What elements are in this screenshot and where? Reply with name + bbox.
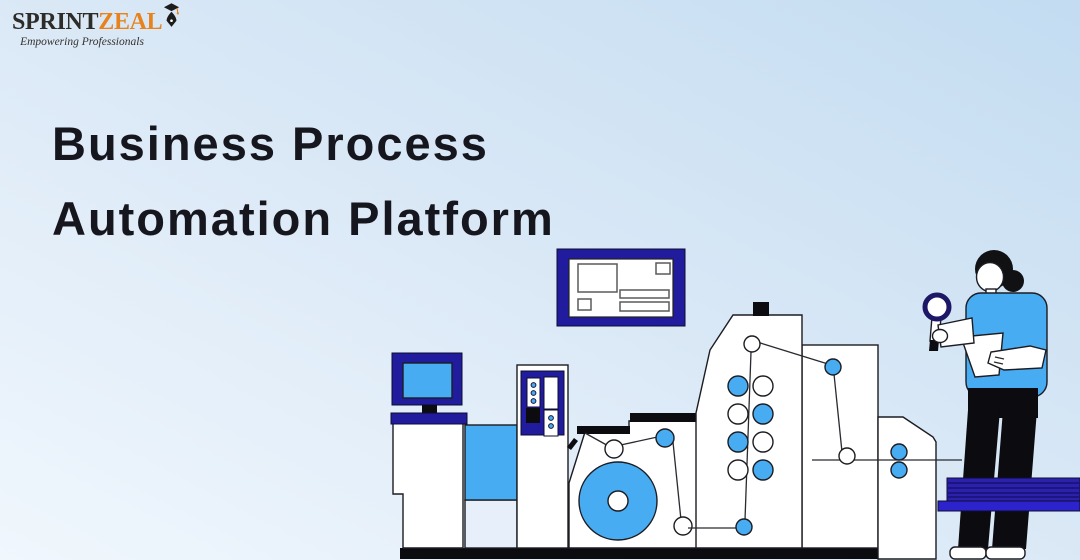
printing-press-illustration	[390, 248, 1080, 560]
shoe	[985, 546, 1026, 560]
brand-name-sprint: SPRINT	[12, 9, 99, 35]
delivery-unit	[812, 416, 962, 560]
shoe	[949, 546, 987, 560]
face	[975, 261, 1005, 293]
title-line-2: Automation Platform	[52, 192, 555, 245]
pants	[958, 388, 1038, 549]
brand-name-zeal: ZEAL	[98, 9, 163, 35]
machine-base	[400, 548, 882, 559]
brand-tagline: Empowering Professionals	[20, 36, 144, 48]
graduation-cap-pen-icon	[164, 3, 180, 27]
page-title: Business Process Automation Platform	[52, 106, 555, 256]
operator-illustration	[922, 250, 1048, 560]
feeder-unit	[464, 364, 569, 549]
ink-rollers	[727, 375, 774, 481]
title-line-1: Business Process	[52, 117, 489, 170]
control-panel-icon	[520, 370, 565, 437]
printing-tower	[688, 302, 843, 549]
paper-stack	[937, 477, 1080, 512]
control-display-panel	[556, 248, 686, 327]
paper-roll-unit	[567, 413, 698, 549]
workstation	[390, 352, 468, 549]
secondary-tower	[801, 344, 879, 549]
